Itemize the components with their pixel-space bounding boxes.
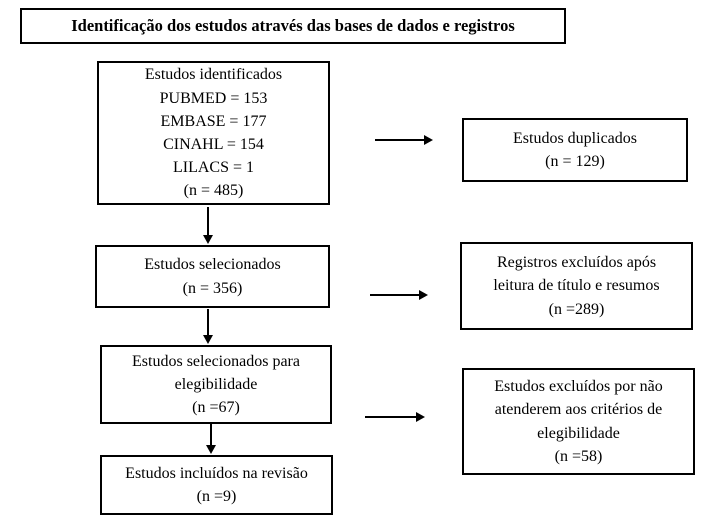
arrow-head [424, 135, 433, 145]
arrow-head [206, 445, 216, 454]
box-selected-studies: Estudos selecionados (n = 356) [95, 245, 330, 308]
arrow-right-to-criteria-exclusions-icon [365, 412, 425, 422]
arrow-right-to-duplicates-icon [375, 135, 433, 145]
arrow-shaft [375, 139, 425, 141]
arrow-head [203, 235, 213, 244]
box-excluded-eligibility-criteria: Estudos excluídos por não atenderem aos … [462, 368, 695, 475]
arrow-down-identified-to-selected-icon [203, 207, 213, 244]
arrow-head [416, 412, 425, 422]
eligibility-studies-text: Estudos selecionados para elegibilidade … [132, 352, 300, 417]
arrow-shaft [370, 294, 420, 296]
arrow-right-to-title-abstract-exclusions-icon [370, 290, 428, 300]
box-duplicate-studies: Estudos duplicados (n = 129) [462, 118, 688, 182]
box-identified-studies: Estudos identificados PUBMED = 153 EMBAS… [97, 61, 330, 205]
arrow-shaft [365, 416, 417, 418]
box-eligibility-studies: Estudos selecionados para elegibilidade … [100, 345, 332, 424]
box-included-studies: Estudos incluídos na revisão (n =9) [100, 455, 333, 515]
identified-studies-text: Estudos identificados PUBMED = 153 EMBAS… [144, 66, 283, 200]
excluded-eligibility-criteria-text: Estudos excluídos por não atenderem aos … [494, 378, 663, 465]
arrow-shaft [207, 207, 209, 236]
arrow-down-eligibility-to-included-icon [206, 424, 216, 454]
arrow-head [203, 335, 213, 344]
arrow-shaft [210, 424, 212, 446]
arrow-head [419, 290, 428, 300]
included-studies-text: Estudos incluídos na revisão (n =9) [125, 464, 308, 505]
selected-studies-text: Estudos selecionados (n = 356) [144, 256, 281, 297]
diagram-title-box: Identificação dos estudos através das ba… [20, 8, 566, 44]
duplicate-studies-text: Estudos duplicados (n = 129) [513, 129, 637, 170]
arrow-down-selected-to-eligibility-icon [203, 309, 213, 344]
excluded-title-abstract-text: Registros excluídos após leitura de títu… [493, 254, 660, 318]
arrow-shaft [207, 309, 209, 336]
diagram-title: Identificação dos estudos através das ba… [71, 16, 515, 35]
box-excluded-title-abstract: Registros excluídos após leitura de títu… [460, 242, 693, 330]
